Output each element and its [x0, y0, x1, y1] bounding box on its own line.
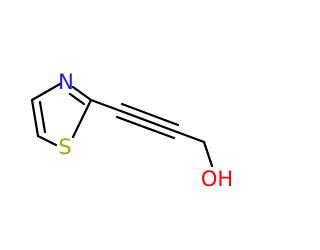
nitrogen-atom-label: N — [58, 70, 74, 94]
chain-bond-ch2-o — [202, 140, 214, 168]
chain-bond-csp-ch2 — [175, 130, 206, 144]
ring-bond-n3-c2-inner — [68, 92, 86, 106]
thiazole-ring — [30, 82, 93, 147]
triple-bond-center — [116, 108, 179, 134]
hydroxyl-label: OH — [201, 167, 233, 191]
ring-bond-c4-c5 — [30, 98, 40, 138]
ring-bond-c4-n3 — [30, 82, 62, 102]
propynol-chain — [89, 98, 214, 168]
triple-bond-lower — [115, 115, 176, 140]
ring-bond-c2-s1 — [71, 98, 93, 139]
sulfur-atom-label: S — [58, 135, 71, 159]
ring-bond-c4-c5-inner — [38, 100, 47, 134]
triple-bond-upper — [120, 102, 180, 127]
ring-bond-c5-s1 — [36, 134, 58, 147]
ring-bond-n3-c2 — [71, 85, 93, 102]
chain-bond-c2-csp — [89, 98, 120, 112]
structure-diagram: N S OH — [30, 70, 233, 191]
